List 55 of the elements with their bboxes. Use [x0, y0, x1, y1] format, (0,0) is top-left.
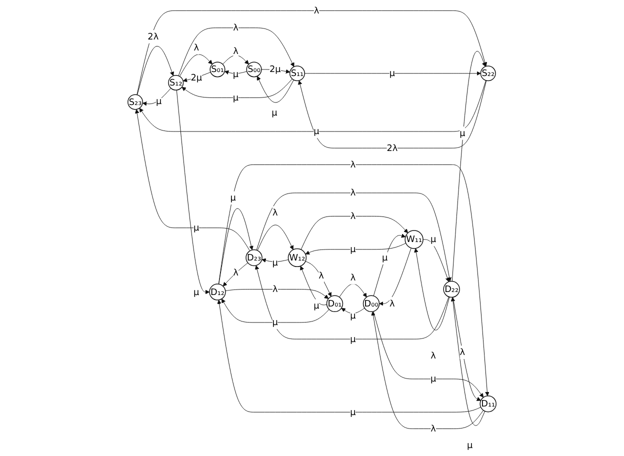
edge-label: 2μ — [269, 64, 281, 75]
edge-label: μ — [156, 96, 162, 107]
node-circle: D₀₀ — [362, 295, 380, 312]
edge-label: λ — [318, 270, 324, 282]
edge-label: λ — [233, 22, 238, 34]
edge-label: λ — [390, 298, 395, 309]
edge-label: μ — [230, 192, 236, 204]
edge-label: λ — [350, 211, 356, 222]
edge-label: λ — [350, 188, 356, 198]
edge-label: μ — [430, 374, 436, 384]
edge-label: λ — [233, 267, 238, 278]
edge-label: λ — [233, 46, 238, 56]
edge-label: λ — [272, 284, 278, 294]
edge-label: μ — [350, 244, 356, 255]
edge-label: 2μ — [190, 72, 202, 83]
edge-label: λ — [460, 347, 466, 358]
edge-label: μ — [430, 234, 436, 245]
node-circle: D₁₁ — [480, 395, 496, 412]
edge-label: μ — [314, 300, 320, 312]
node-circle: S₀₀ — [246, 62, 262, 78]
edge-label: λ — [430, 350, 436, 361]
edge-label: μ — [382, 252, 388, 263]
edge-label: μ — [194, 222, 200, 234]
edge-label: μ — [272, 108, 278, 118]
edge-label: μ — [232, 92, 239, 103]
node-circle: S₀₁ — [210, 62, 226, 78]
node-circle: S₂₃ — [128, 94, 144, 110]
edge-label: μ — [232, 69, 239, 80]
edge-label: μ — [350, 406, 356, 418]
edge-label: μ — [194, 286, 200, 298]
node-circle: S₂₂ — [480, 66, 496, 82]
node-circle: W₁₂ — [288, 248, 307, 268]
edge-label: λ — [194, 42, 200, 53]
edge-label: μ — [272, 317, 278, 328]
edge-label: λ — [350, 272, 356, 283]
edge-label: 2λ — [148, 32, 159, 42]
edge-label: μ — [350, 310, 356, 321]
edge-label: μ — [314, 126, 320, 137]
node-circle: S₁₂ — [168, 74, 184, 90]
node-circle: D₁₂ — [209, 284, 226, 300]
edge-label: λ — [350, 159, 356, 170]
edge-label: μ — [467, 440, 473, 451]
node-circle: W₁₁ — [404, 230, 424, 249]
node-circle: D₂₂ — [443, 280, 460, 298]
edge-label: μ — [350, 334, 356, 344]
edge-label: 2λ — [386, 142, 398, 154]
edge-label: λ — [272, 208, 278, 218]
node-circle: S₁₁ — [289, 66, 305, 82]
node-circle: D₂₃ — [246, 249, 262, 266]
edge-label: μ — [389, 68, 396, 79]
node-circle: D₀₁ — [326, 295, 344, 312]
edge-label: λ — [314, 5, 320, 16]
edge-label: μ — [272, 257, 278, 268]
edge-label: μ — [460, 128, 466, 138]
edge-label: λ — [430, 424, 436, 434]
